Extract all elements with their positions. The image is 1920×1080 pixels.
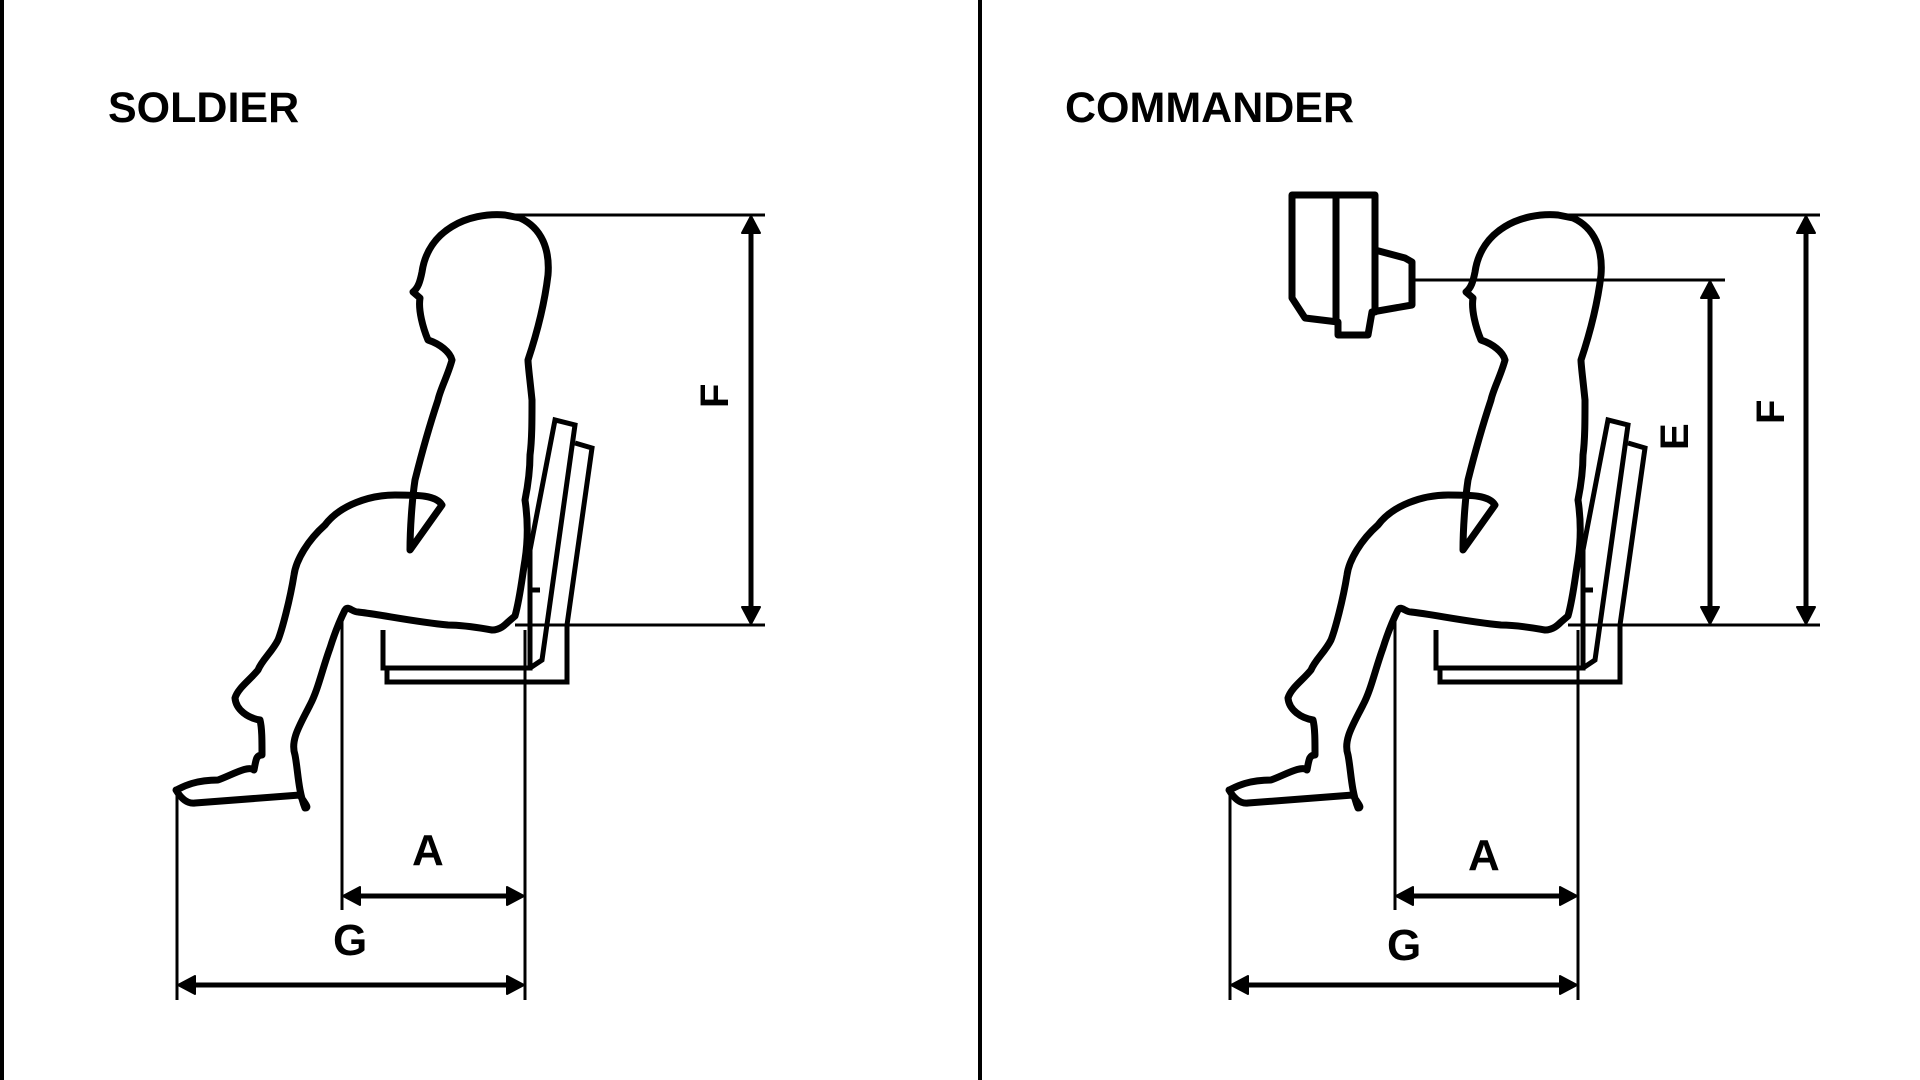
dimension-label-f: F bbox=[1749, 400, 1793, 424]
dimension-a-commander: A bbox=[1393, 612, 1580, 1000]
dimension-label-e: E bbox=[1653, 423, 1697, 450]
periscope-icon bbox=[1288, 191, 1416, 339]
seat-icon bbox=[1433, 416, 1648, 685]
dimension-f-soldier: F bbox=[505, 213, 765, 627]
seat-icon bbox=[380, 416, 595, 685]
dimension-label-g: G bbox=[1387, 921, 1421, 970]
commander-panel: COMMANDER E bbox=[1065, 84, 1820, 1000]
dimension-label-f: F bbox=[693, 384, 737, 408]
soldier-title: SOLDIER bbox=[108, 84, 299, 132]
dimension-g-commander: G bbox=[1228, 790, 1578, 1000]
dimension-label-a: A bbox=[1468, 831, 1500, 880]
dimension-f-commander: F bbox=[1558, 213, 1820, 627]
seated-person-icon bbox=[172, 211, 552, 812]
dimension-a-soldier: A bbox=[340, 612, 527, 1000]
dimension-label-g: G bbox=[333, 916, 367, 965]
soldier-panel: SOLDIER F bbox=[108, 84, 765, 1000]
dimension-e-commander: E bbox=[1412, 278, 1725, 625]
dimension-label-a: A bbox=[412, 826, 444, 875]
seated-person-icon bbox=[1225, 211, 1605, 812]
dimension-g-soldier: G bbox=[175, 790, 525, 1000]
commander-title: COMMANDER bbox=[1065, 84, 1354, 132]
